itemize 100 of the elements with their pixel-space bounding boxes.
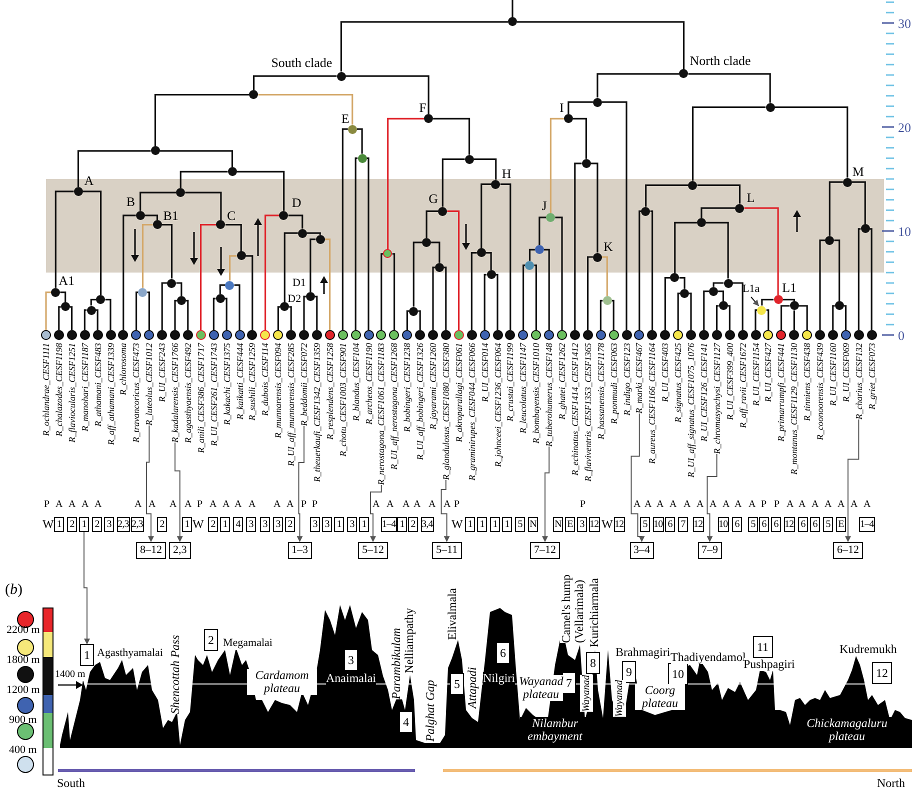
massif-number-box: 1 — [80, 644, 94, 666]
species-label: R_coonoorensis_CESF439 — [814, 343, 826, 440]
tree-node — [680, 288, 690, 298]
range-box: 5–12 — [358, 542, 388, 558]
range-box: 3–4 — [630, 542, 654, 558]
place-label: Cardamom plateau — [247, 669, 317, 695]
tree-branch — [180, 170, 228, 188]
species-label: R_aureus_CESF1166_CESF1164 — [646, 343, 658, 464]
species-label: R_UI_CESF126_CESF141 — [698, 343, 710, 442]
massif-number-box: 12 — [872, 662, 892, 684]
range-box: 5 — [748, 516, 758, 532]
tree-branch — [587, 256, 593, 330]
tree-branch — [154, 94, 250, 146]
tree-branch — [447, 210, 460, 330]
status-letter: A — [402, 499, 410, 511]
tree-branch — [140, 192, 176, 211]
species-label: R_UI_CESF1154 — [750, 343, 762, 406]
leader-arrow — [845, 419, 860, 542]
place-label: Coorg plateau — [635, 684, 685, 710]
massif-number-box: 4 — [399, 711, 413, 733]
range-box: 1 — [79, 516, 89, 532]
status-letter: P — [301, 499, 307, 511]
clade-label: G — [428, 192, 438, 206]
place-label: Shencottah Pass — [168, 635, 182, 714]
tree-node — [508, 17, 517, 26]
tree-node — [834, 301, 844, 310]
tree-node — [424, 114, 434, 124]
range-box: 1 — [490, 516, 500, 532]
species-label: R_akroparallagi_CESF061 — [452, 343, 465, 442]
range-box: 10 — [718, 516, 729, 532]
range-box: 2 — [92, 516, 102, 532]
place-label: Nilgiri — [483, 672, 515, 684]
tree-branch — [186, 300, 189, 330]
tree-branch — [392, 253, 396, 330]
range-box: 1–3 — [288, 542, 312, 558]
place-label: Wayanad plateau — [519, 675, 563, 701]
tree-node — [216, 294, 225, 304]
tree-branch — [60, 292, 66, 302]
tree-branch — [728, 305, 730, 330]
species-label: R_ponmudi_CESF063 — [608, 343, 620, 424]
place-label: South — [57, 776, 86, 790]
tree-branch — [612, 300, 614, 330]
range-box: 1–4 — [859, 516, 875, 532]
range-box: E — [565, 516, 575, 532]
range-box: 1 — [502, 516, 512, 532]
tree-branch — [284, 232, 298, 302]
range-box: 12 — [784, 516, 795, 532]
species-label: R_ghatei_CESF1262 — [556, 343, 568, 420]
tree-branch — [431, 242, 440, 263]
range-box: 8–12 — [136, 542, 166, 558]
tree-branch — [219, 284, 226, 294]
range-box: 2,3 — [169, 542, 191, 558]
tree-branch — [834, 240, 840, 302]
massif-number-box: 5 — [450, 673, 464, 695]
tree-branch — [568, 101, 593, 114]
species-label: R_bombayensis_CESF1010 — [530, 343, 542, 444]
tree-branch — [264, 214, 280, 330]
tree-branch — [638, 210, 642, 330]
species-label: R_montanus_CESF1129_CESF1130 — [788, 343, 800, 475]
status-letter: A — [222, 499, 230, 511]
range-box: 5 — [515, 516, 525, 532]
leader-arrow — [146, 425, 154, 542]
tree-branch — [677, 292, 680, 330]
range-box: 1 — [397, 516, 407, 532]
clade-label: North clade — [690, 54, 751, 68]
leader-arrow — [630, 413, 645, 542]
range-box: 2 — [408, 516, 418, 532]
clade-label: K — [603, 240, 613, 254]
range-box: 2 — [208, 516, 218, 532]
tree-branch — [674, 222, 697, 274]
tree-branch — [602, 256, 608, 296]
clade-label: L — [746, 191, 755, 206]
status-letter: A — [274, 499, 281, 511]
species-label: R_sushili_CESF1259 — [246, 343, 258, 421]
tree-branch — [852, 181, 866, 224]
tree-branch — [236, 170, 285, 211]
species-label: R_blandus_CESF104 — [350, 343, 362, 421]
clade-label: I — [559, 100, 564, 115]
tree-branch — [136, 292, 138, 330]
species-label: R_graminirupes_CESF044_CESF066 — [466, 343, 478, 480]
tree-node — [96, 295, 106, 304]
clade-label: A — [84, 174, 94, 188]
place-label: Nelliampathy — [402, 608, 416, 674]
status-letter: P — [44, 499, 50, 511]
species-label: R_griet_CESF073 — [866, 343, 878, 410]
tree-branch — [664, 277, 670, 330]
range-box: 3 — [246, 516, 256, 532]
axis-label: 20 — [898, 120, 911, 134]
species-label: R_UI_aff_signatus_CESF1075_1076 — [685, 343, 697, 478]
species-label: R_charius_CESF132 — [852, 343, 865, 420]
tree-branch — [697, 184, 741, 204]
tree-branch — [277, 306, 280, 330]
elevation-label: 1400 m — [55, 669, 86, 681]
range-box: 3 — [322, 516, 332, 532]
legend-label: 400 m — [9, 744, 37, 756]
tree-branch — [200, 224, 216, 330]
tree-branch — [679, 277, 686, 289]
status-letter: A — [748, 499, 756, 511]
clade-label: L1 — [782, 280, 797, 295]
range-box: 5 — [823, 516, 833, 532]
